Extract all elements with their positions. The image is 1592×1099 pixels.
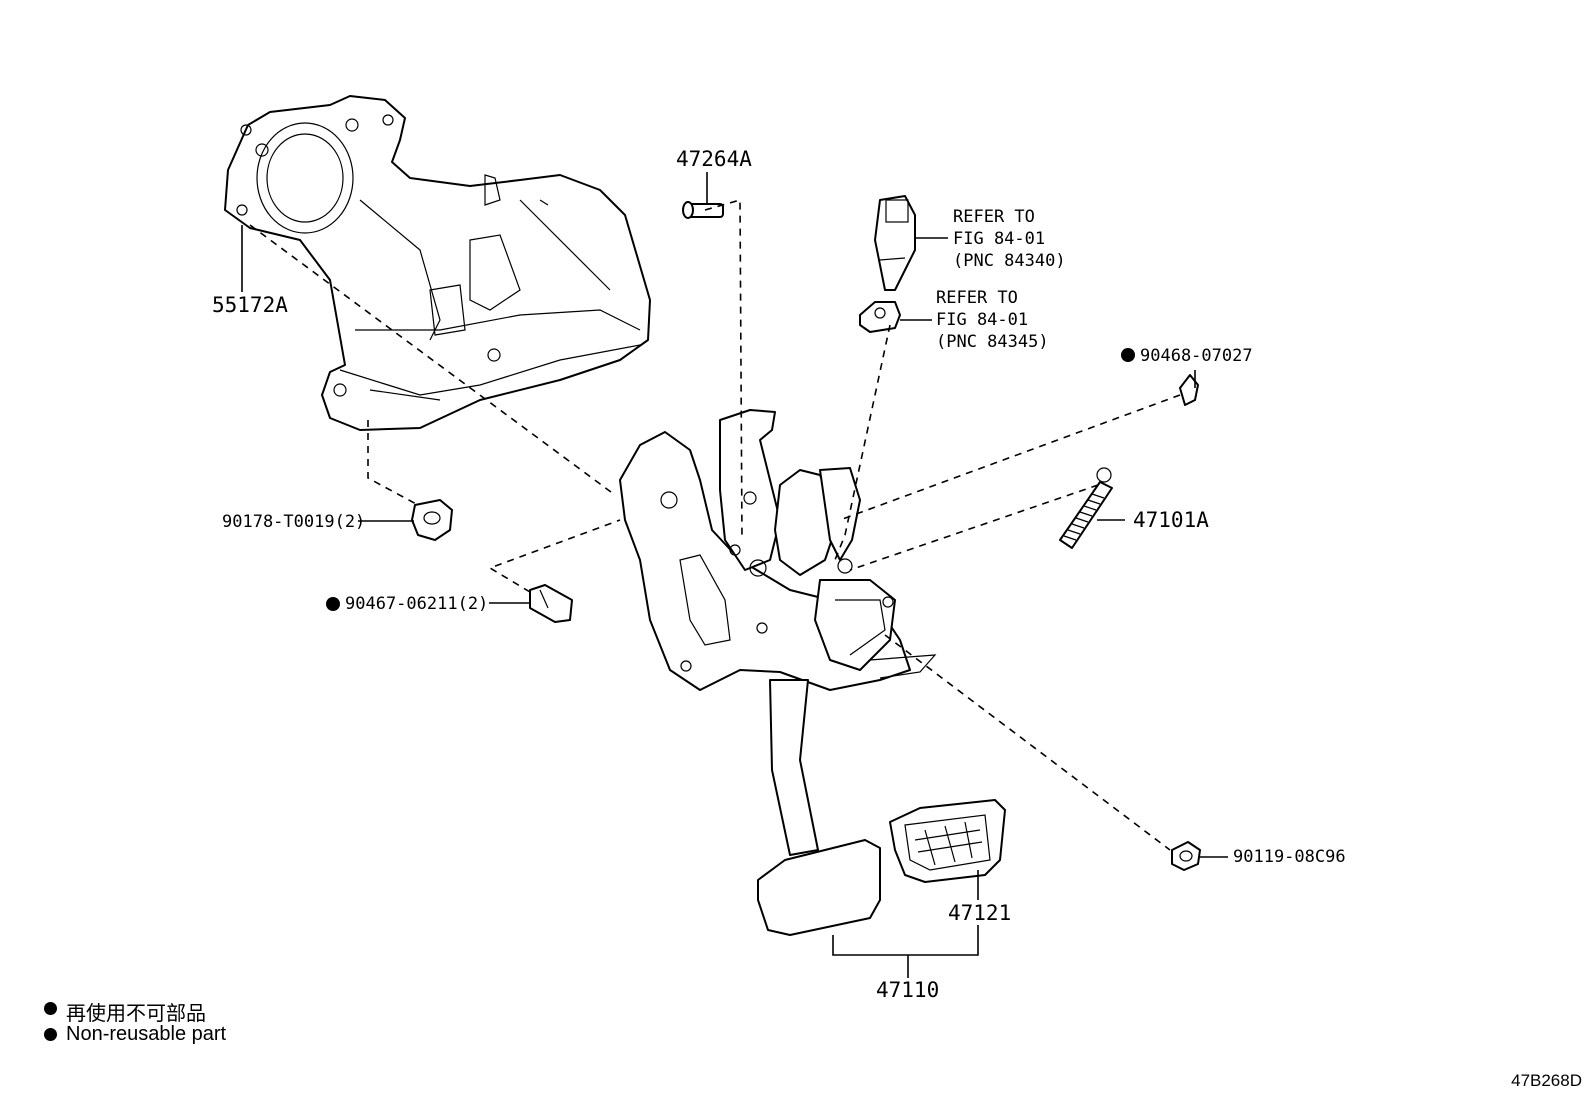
figure-code: 47B268D — [1511, 1071, 1582, 1090]
bolt-90119-drawing — [1171, 841, 1201, 871]
bolt-90467-drawing — [529, 584, 573, 623]
label-90178: 90178-T0019(2) — [222, 512, 365, 532]
leader-lines — [241, 172, 1228, 978]
stop-lamp-switch-drawing — [874, 195, 916, 291]
label-90468: 90468-07027 — [1140, 346, 1253, 366]
refer2-line3: (PNC 84345) — [936, 332, 1049, 352]
legend-text-jp: 再使用不可部品 — [66, 1003, 206, 1025]
label-47101a: 47101A — [1133, 508, 1209, 532]
label-90467: 90467-06211(2) — [345, 594, 488, 614]
bracket-55172a-drawing — [224, 95, 651, 431]
label-47264a: 47264A — [676, 147, 752, 171]
non-reusable-dot-90467 — [326, 597, 340, 611]
legend-dot-en — [44, 1028, 57, 1041]
nut-90178-drawing — [411, 499, 453, 541]
cushion-drawing — [859, 301, 901, 333]
spring-47101a-drawing — [1059, 467, 1113, 549]
pin-47264a-drawing — [682, 201, 724, 219]
refer2-line1: REFER TO — [936, 288, 1018, 308]
pedal-arm-drawing — [757, 679, 1006, 936]
legend-text-en: Non-reusable part — [66, 1023, 227, 1045]
label-55172a: 55172A — [212, 293, 288, 317]
label-47121: 47121 — [948, 901, 1011, 925]
clip-90468-drawing — [1179, 374, 1199, 406]
refer1-line2: FIG 84-01 — [953, 229, 1045, 249]
non-reusable-dot-90468 — [1121, 348, 1135, 362]
label-90119: 90119-08C96 — [1233, 847, 1346, 867]
refer1-line1: REFER TO — [953, 207, 1035, 227]
pedal-support-drawing — [619, 409, 937, 691]
legend-dot-jp — [44, 1002, 57, 1015]
refer1-line3: (PNC 84340) — [953, 251, 1066, 271]
assembly-lines — [249, 198, 1181, 851]
label-47110: 47110 — [876, 978, 939, 1002]
refer2-line2: FIG 84-01 — [936, 310, 1028, 330]
